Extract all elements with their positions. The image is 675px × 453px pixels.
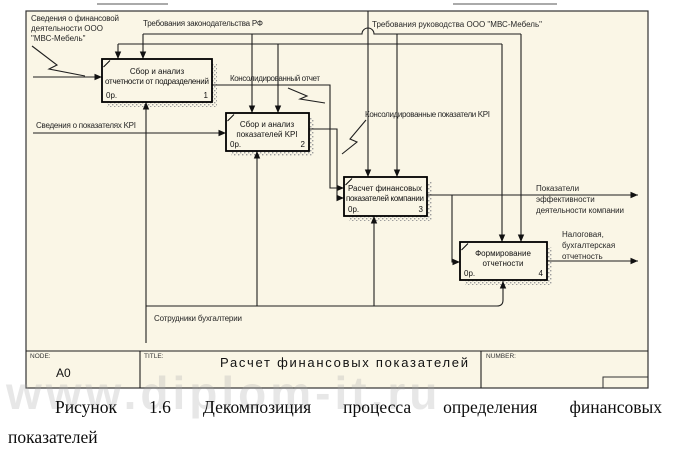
input1-label-line1: Сведения о финансовой — [31, 14, 119, 23]
output1-label-line2: эффективности — [536, 195, 595, 204]
flow2-label: Консолидированные показатели KPI — [365, 110, 490, 119]
box1-title-line1: Сбор и анализ — [130, 67, 185, 76]
flow-box3-to-box4 — [451, 195, 460, 266]
arrow-labels: Сведения о финансовой деятельности ООО "… — [31, 14, 624, 323]
flow-arrows — [212, 84, 638, 266]
box3-title-line1: Расчет финансовых — [348, 184, 422, 193]
mechanism-label: Сотрудники бухгалтерии — [154, 314, 242, 323]
activity-box-2: Сбор и анализ показателей KPI 0р. 2 — [225, 112, 310, 152]
box2-rect — [225, 112, 310, 152]
output2-label-line3: отчетность — [562, 252, 603, 261]
box4-title-line2: отчетности — [483, 259, 524, 268]
figure-caption-line2: показателей — [8, 427, 98, 447]
node-label: NODE: — [30, 353, 51, 360]
box2-number: 2 — [301, 140, 306, 149]
box2-title-line2: показателей KPI — [236, 130, 297, 139]
input-arrows — [31, 45, 226, 137]
input1-label-line2: деятельности ООО — [31, 24, 103, 33]
output2-label-line1: Налоговая, — [562, 230, 604, 239]
flow2-label-squiggle — [341, 119, 367, 155]
box3-title-line2: показателей компании — [346, 194, 424, 203]
box1-title-line2: отчетности от подразделений — [105, 77, 209, 86]
flow1-label: Консолидированный отчет — [230, 74, 320, 83]
figure-caption: Рисунок 1.6 Декомпозиция процесса опреде… — [8, 392, 662, 452]
title-bar: NODE: A0 TITLE: Расчет финансовых показа… — [26, 350, 649, 389]
box4-rect — [459, 241, 548, 281]
number-cell-box — [602, 376, 649, 389]
box3-number: 3 — [419, 205, 424, 214]
box4-corner-notch — [461, 243, 469, 251]
number-label: NUMBER: — [486, 353, 516, 360]
box1-cost: 0р. — [106, 91, 117, 100]
output1-label-line1: Показатели — [536, 184, 579, 193]
output2-label-line2: бухгалтерская — [562, 241, 615, 250]
mechanism-arrows — [142, 102, 507, 343]
activity-box-3: Расчет финансовых показателей компании 0… — [343, 176, 428, 217]
input1-label-line3: "МВС-Мебель" — [31, 34, 86, 43]
activity-box-1: Сбор и анализ отчетности от подразделени… — [101, 58, 213, 103]
node-value: A0 — [56, 366, 71, 380]
box1-rect — [101, 58, 213, 103]
figure-caption-line1: Рисунок 1.6 Декомпозиция процесса опреде… — [55, 397, 662, 417]
control-arrows — [114, 11, 525, 242]
box3-corner-notch — [345, 178, 353, 186]
input1-label-squiggle — [31, 45, 86, 77]
box1-corner-notch — [103, 60, 111, 68]
flow1-label-squiggle — [287, 87, 326, 104]
activity-box-4: Формирование отчетности 0р. 4 — [459, 241, 548, 281]
control2-label: Требования руководства ООО "МВС-Мебель" — [372, 20, 542, 29]
box2-title-line1: Сбор и анализ — [240, 120, 295, 129]
box3-rect — [343, 176, 428, 217]
output1-label-line3: деятельности компании — [536, 206, 624, 215]
box2-cost: 0р. — [230, 140, 241, 149]
flow2-box2-to-box3 — [309, 128, 344, 202]
control1-label: Требования законодательства РФ — [143, 19, 263, 28]
box4-number: 4 — [539, 269, 544, 278]
input2-label: Сведения о показателях KPI — [36, 121, 136, 130]
mechanism-line-arrow-box4 — [146, 281, 507, 307]
box4-cost: 0р. — [464, 269, 475, 278]
box3-cost: 0р. — [348, 205, 359, 214]
idef0-diagram: Сбор и анализ отчетности от подразделени… — [25, 3, 649, 389]
box2-corner-notch — [227, 114, 235, 122]
box1-number: 1 — [204, 91, 209, 100]
box4-title-line1: Формирование — [475, 249, 531, 258]
diagram-title: Расчет финансовых показателей — [220, 355, 468, 370]
title-label: TITLE: — [144, 353, 164, 360]
